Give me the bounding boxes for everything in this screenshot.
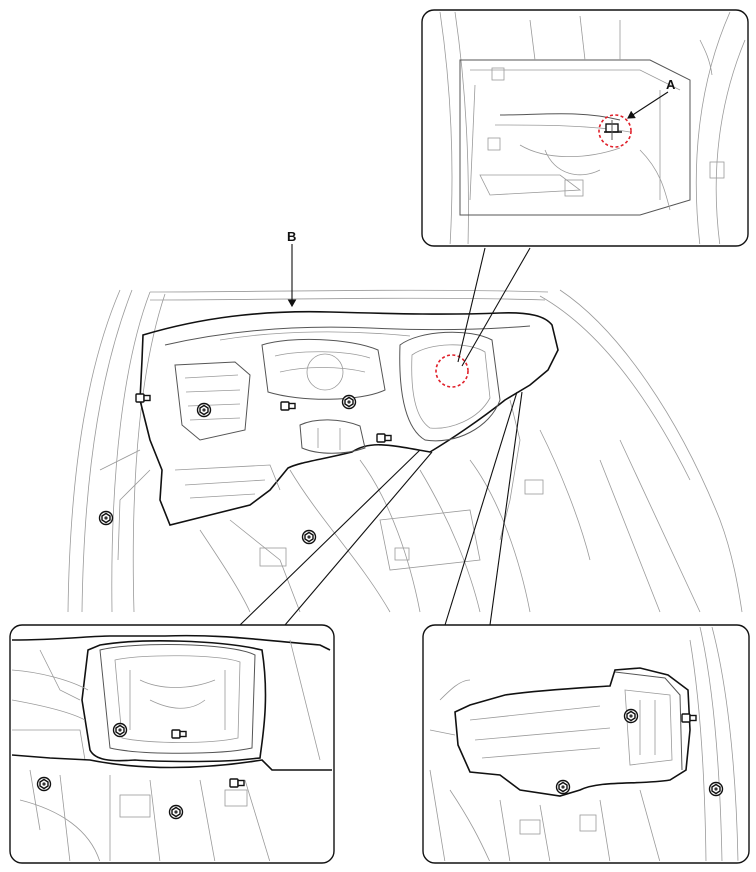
bolt-icon [98, 510, 114, 526]
screw-icon [280, 401, 296, 411]
clip-a-highlight [598, 114, 632, 148]
inset-right-bolts [422, 624, 750, 864]
bolt-icon [623, 708, 639, 724]
bolt-icon [112, 722, 128, 738]
bolt-icon [341, 394, 357, 410]
screw-icon [135, 393, 151, 403]
screw-icon [229, 778, 245, 788]
bolt-icon [555, 779, 571, 795]
bolt-icon [168, 804, 184, 820]
inset-leaders [239, 247, 531, 626]
screw-icon [171, 729, 187, 739]
inset-clip-detail [421, 9, 749, 247]
callout-label-b: B [287, 229, 296, 244]
bolt-icon [196, 402, 212, 418]
bolt-icon [708, 781, 724, 797]
inset-left-bolts [9, 624, 335, 864]
callout-a-leader [627, 91, 669, 119]
main-view [67, 244, 743, 613]
bolt-icon [36, 776, 52, 792]
screw-icon [376, 433, 392, 443]
clip-icon [604, 120, 622, 140]
callout-label-a: A [666, 77, 676, 92]
bolt-icon [301, 529, 317, 545]
clip-location-marker [435, 354, 469, 388]
screw-icon [681, 713, 697, 723]
